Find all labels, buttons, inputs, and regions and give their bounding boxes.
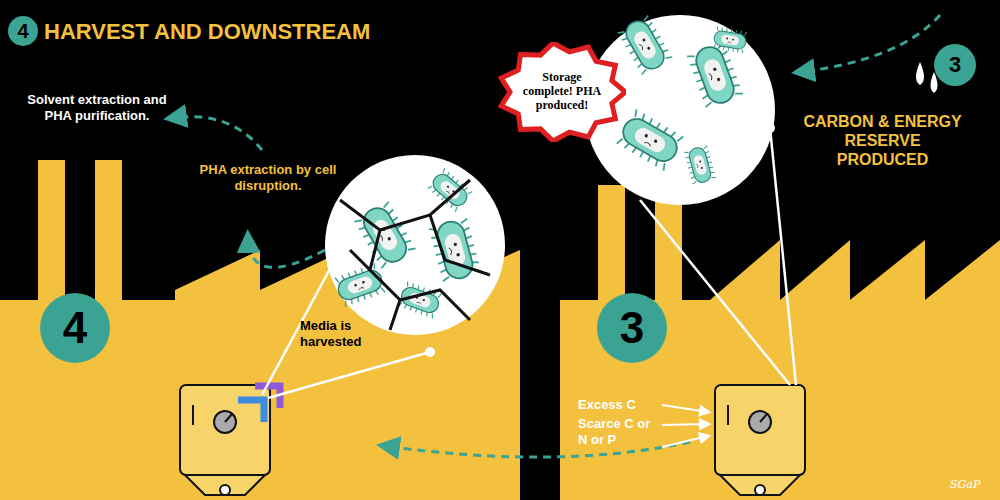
- burst-callout: Storage complete! PHA produced!: [498, 42, 626, 142]
- step-circle: 4: [40, 293, 110, 363]
- annotation-label: Solvent extraction and PHA purification.: [12, 92, 182, 123]
- bacterium: [684, 145, 716, 185]
- bacterium: [428, 217, 481, 283]
- bacterium: [353, 200, 416, 270]
- annotation-label: Excess C: [578, 397, 660, 413]
- annotation-label: Scarce C or N or P: [578, 416, 660, 447]
- step-circle: 3: [934, 44, 976, 86]
- diagram-title: HARVEST AND DOWNSTREAM: [44, 19, 370, 45]
- signature: SGaP: [950, 478, 995, 491]
- annotation-label: Media is harvested: [300, 318, 410, 349]
- bacterium: [687, 41, 744, 109]
- bacterium: [617, 14, 673, 76]
- callout-number: 4: [17, 20, 28, 43]
- bacterium: [334, 263, 387, 307]
- bacterium: [427, 168, 473, 213]
- annotation-label: PHA extraction by cell disruption.: [188, 162, 348, 193]
- step-circle: 3: [597, 293, 667, 363]
- callout-number: 4: [63, 303, 87, 354]
- bacterium: [615, 108, 685, 171]
- callout-number: 3: [949, 52, 961, 77]
- callout-number: 3: [620, 303, 644, 354]
- annotation-label: CARBON & ENERGY RESERVE PRODUCED: [800, 112, 965, 170]
- callout-text: Storage complete! PHA produced!: [522, 71, 602, 112]
- bacterium: [712, 26, 747, 53]
- step-circle: 4: [8, 16, 38, 46]
